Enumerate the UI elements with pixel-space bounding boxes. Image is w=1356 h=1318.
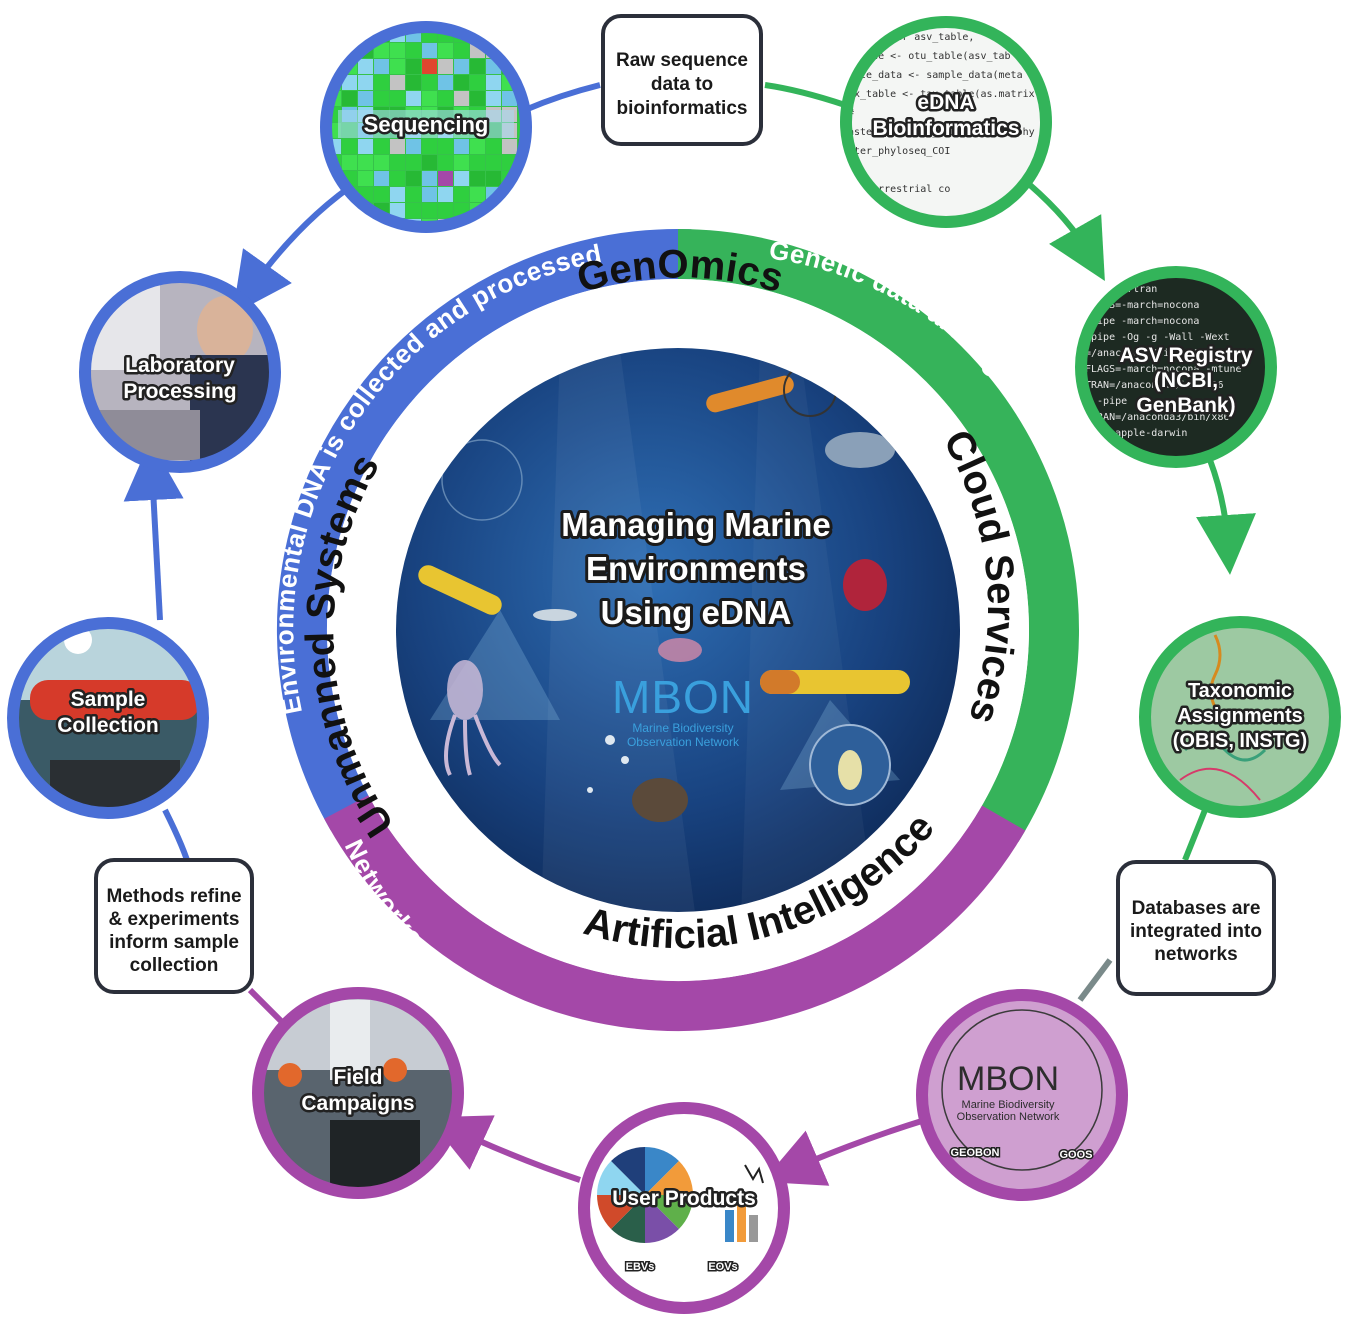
eov-bar-icon — [725, 1210, 734, 1242]
pie-slice — [611, 1195, 645, 1243]
tag-eovs: EOVs — [708, 1261, 737, 1273]
center-ocean-image: Managing Marine Environments Using eDNA … — [396, 348, 960, 912]
node-label-user-products: User Products — [612, 1187, 756, 1210]
small-fish-icon — [533, 609, 577, 621]
arrow-lab-to-seq — [232, 177, 362, 315]
code-line: ax_table <- tax_table(as.matrix — [848, 89, 1035, 100]
mbon-network-sub-1: Marine Biodiversity — [962, 1099, 1055, 1111]
pie-slice — [597, 1161, 645, 1195]
node-field-campaigns[interactable]: Field Campaigns — [252, 987, 464, 1200]
arrow-mbon-to-user — [762, 1117, 926, 1186]
box-methods-line-4: collection — [130, 955, 219, 976]
pie-slice — [611, 1147, 645, 1195]
center-title-line-3: Using eDNA — [601, 594, 792, 631]
outer-connectors — [123, 82, 1256, 1186]
center-title-line-2: Environments — [586, 550, 806, 587]
arrow-asv-to-tax — [1196, 458, 1256, 575]
box-methods-refine: Methods refine & experiments inform samp… — [94, 858, 254, 994]
crustacean-icon — [744, 1164, 764, 1184]
terminal-line: TRAN=/anaconda3/bin/x86 — [1085, 380, 1223, 391]
box-databases: Databases are integrated into networks — [1116, 860, 1276, 996]
terminal-line: 2 -pipe — [1085, 396, 1127, 407]
tag-ebvs: EBVs — [626, 1261, 655, 1273]
code-line: ster_phyloseq_COI — [848, 146, 950, 157]
node-label-asv-3: GenBank) — [1136, 394, 1235, 417]
node-laboratory-processing[interactable]: Laboratory Processing — [79, 271, 281, 473]
box-db-line-1: Databases are — [1132, 898, 1261, 919]
node-label-asv-1: ASV Registry — [1119, 344, 1252, 367]
pie-slice — [597, 1195, 645, 1229]
arrow-bio-to-asv — [1028, 182, 1105, 282]
node-label-lab-1: Laboratory — [125, 354, 235, 377]
terminal-line: =/anaconda3/bin/x86 — [1085, 348, 1199, 359]
node-label-lab-2: Processing — [123, 380, 236, 403]
dna-helix-icon — [1183, 738, 1267, 762]
pie-slice — [645, 1147, 679, 1195]
node-label-tax-2: Assignments — [1177, 705, 1303, 727]
box-methods-line-2: & experiments — [109, 909, 240, 930]
node-label-field-1: Field — [333, 1066, 382, 1089]
arrow-user-to-field — [427, 1115, 581, 1183]
node-label-field-2: Campaigns — [301, 1092, 414, 1115]
code-line: aster_phyloseq_COI <- merge_phy — [848, 127, 1035, 138]
node-label-sample-2: Collection — [57, 714, 159, 737]
code-line: _table <- otu_table(asv_tab — [848, 51, 1011, 62]
node-taxonomic-assignments[interactable]: Taxonomic Assignments (OBIS, INSTG) — [1139, 616, 1341, 818]
node-label-sample-1: Sample — [71, 688, 146, 711]
center-mbon-sub-2: Observation Network — [627, 735, 740, 749]
tree-icon — [1209, 634, 1222, 716]
terminal-line: RTRAN=/anaconda3/bin/x86 — [1085, 412, 1230, 423]
terminal-line: 6_64-apple-darwin — [1085, 428, 1187, 439]
code-line: mple_data <- sample_data(meta — [848, 70, 1023, 81]
node-edna-bioinformatics[interactable]: and master asv_table, _table <- otu_table… — [840, 16, 1052, 228]
code-line: and master asv_table, — [848, 32, 974, 43]
box-methods-line-1: Methods refine — [106, 886, 241, 907]
pie-slice — [645, 1195, 693, 1229]
ebv-pie-chart-icon — [597, 1147, 693, 1243]
connector-raw-bio — [764, 82, 846, 108]
box-raw-sequence: Raw sequence data to bioinformatics — [601, 14, 763, 146]
sea-creature-icon — [843, 559, 887, 611]
pie-slice — [645, 1161, 693, 1195]
node-mbon-network[interactable]: MBON Marine Biodiversity Observation Net… — [916, 989, 1128, 1201]
node-label-tax-1: Taxonomic — [1188, 680, 1292, 702]
squid-icon — [447, 660, 483, 720]
box-db-line-3: networks — [1154, 944, 1237, 965]
box-raw-line-3: bioinformatics — [617, 98, 748, 119]
box-methods-line-3: inform sample — [109, 932, 239, 953]
node-sample-collection[interactable]: Sample Collection — [7, 617, 209, 820]
mbon-network-logo: MBON — [957, 1060, 1059, 1098]
connector-seq-raw — [523, 82, 601, 113]
fish-icon — [825, 432, 895, 468]
connector-tax-databases — [1182, 808, 1208, 862]
node-label-asv-2: (NCBI, — [1154, 369, 1218, 392]
mbon-network-sub-2: Observation Network — [957, 1111, 1060, 1123]
terminal-line: -pipe -march=nocona — [1085, 316, 1199, 327]
connector-databases-mbon — [1077, 958, 1113, 1002]
anglerfish-icon — [632, 778, 688, 822]
node-label-sequencing: Sequencing — [364, 112, 489, 137]
node-label-bio-2: Bioinformatics — [872, 117, 1019, 140]
connector-methods-field — [247, 987, 288, 1028]
code-line: ve terrestrial co — [848, 184, 950, 195]
center-title-line-1: Managing Marine — [561, 506, 831, 543]
box-raw-line-1: Raw sequence — [616, 50, 748, 71]
box-raw-line-2: data to — [651, 74, 713, 95]
box-db-line-2: integrated into — [1130, 921, 1262, 942]
arrow-sample-to-lab — [123, 440, 184, 621]
tag-geobon: GEOBON — [951, 1147, 1000, 1159]
tag-goos: GOOS — [1059, 1149, 1092, 1161]
terminal-line: -pipe -Og -g -Wall -Wext — [1085, 332, 1230, 343]
center-mbon-sub-1: Marine Biodiversity — [632, 721, 733, 735]
terminal-line: FLAGS=-march=nocona — [1085, 300, 1199, 311]
node-user-products[interactable]: User Products EBVs EOVs — [578, 1102, 790, 1314]
center-mbon-logo: MBON — [612, 671, 754, 723]
node-label-bio-1: eDNA — [917, 91, 974, 114]
terminal-line: FLAGS=-march=nocona -mtune — [1085, 364, 1242, 375]
node-sequencing[interactable]: Sequencing — [320, 21, 533, 234]
pie-slice — [645, 1195, 679, 1243]
node-label-tax-3: (OBIS, INSTG) — [1173, 730, 1307, 752]
